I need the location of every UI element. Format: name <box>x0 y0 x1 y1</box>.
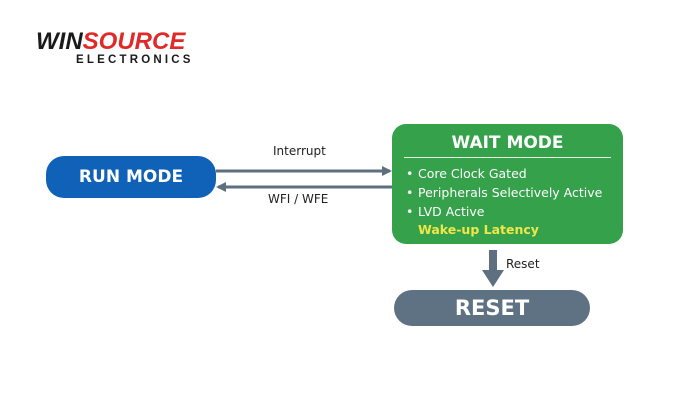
wait-mode-state: WAIT MODE • Core Clock Gated • Peripherals… <box>392 124 623 244</box>
bullet-icon: • <box>406 204 414 219</box>
label-reset-transition: Reset <box>506 257 540 271</box>
arrow-wait-to-reset-head <box>482 270 504 287</box>
wait-feature-item: • LVD Active <box>406 202 602 221</box>
wake-up-latency-note: Wake-up Latency <box>418 222 539 237</box>
logo-wordmark: WINSOURCE <box>36 30 185 54</box>
label-wfi-wfe: WFI / WFE <box>268 192 329 206</box>
bullet-icon: • <box>406 185 414 200</box>
run-mode-state: RUN MODE <box>46 156 216 198</box>
winsource-logo: WINSOURCE ELECTRONICS <box>36 30 236 70</box>
label-interrupt: Interrupt <box>273 144 326 158</box>
wait-feature-item: • Core Clock Gated <box>406 164 602 183</box>
bullet-icon: • <box>406 166 414 181</box>
wait-feature-text: Peripherals Selectively Active <box>418 185 603 200</box>
wait-mode-features: • Core Clock Gated • Peripherals Selective… <box>406 164 602 221</box>
wait-feature-text: Core Clock Gated <box>418 166 527 181</box>
logo-source-text: SOURCE <box>82 28 186 55</box>
logo-win-text: WIN <box>36 28 83 55</box>
wait-mode-title: WAIT MODE <box>451 133 564 153</box>
arrow-wait-to-reset-shaft <box>489 250 497 272</box>
wait-mode-divider <box>404 157 611 158</box>
reset-state: RESET <box>394 290 590 326</box>
wait-feature-text: LVD Active <box>418 204 485 219</box>
logo-subtitle: ELECTRONICS <box>76 54 194 66</box>
wait-feature-item: • Peripherals Selectively Active <box>406 183 602 202</box>
